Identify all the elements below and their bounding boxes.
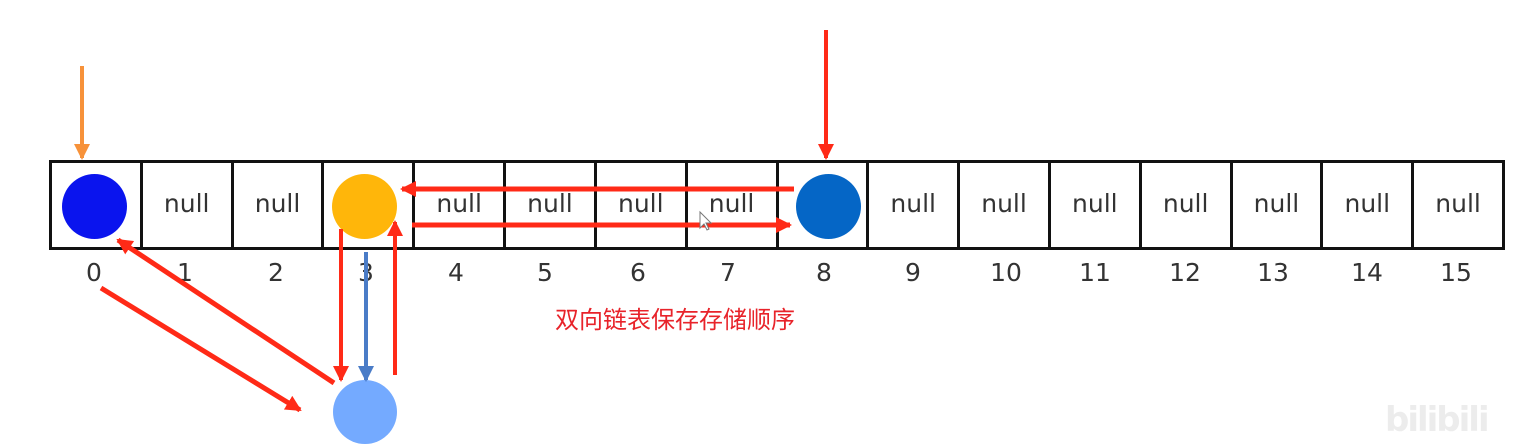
bucket-0 [52,163,143,247]
index-label-4: 4 [448,258,464,287]
bucket-1: null [143,163,234,247]
bucket-14: null [1323,163,1415,247]
bucket-content: null [1435,188,1481,218]
bucket-4: null [415,163,507,247]
bucket-8 [779,163,870,247]
bucket-content: null [254,188,301,218]
bucket-5: null [506,163,597,247]
caption-text: 双向链表保存存储顺序 [555,306,795,334]
hash-table: null null null null null null null null … [49,160,1505,250]
bucket-content: null [527,188,573,218]
index-label-13: 13 [1257,258,1289,287]
bucket-13: null [1233,163,1324,247]
bucket-content: null [163,188,210,218]
bucket-content: null [1072,188,1118,218]
bucket-12: null [1142,163,1233,247]
bucket-9: null [869,163,961,247]
node-bucket-3 [332,174,397,239]
index-label-6: 6 [630,258,646,287]
bucket-content: null [617,188,664,218]
chained-node [333,380,397,444]
bucket-6: null [597,163,688,247]
after-arrow-0-to-chained [99,285,302,413]
mouse-cursor-icon [699,210,713,231]
bucket-content: null [890,188,937,218]
index-label-11: 11 [1079,258,1111,287]
bucket-content: null [1344,188,1391,218]
index-label-15: 15 [1440,258,1472,287]
node-bucket-0 [62,174,127,239]
bucket-content: null [708,188,755,218]
index-label-8: 8 [816,258,832,287]
index-label-14: 14 [1351,258,1383,287]
bucket-15: null [1414,163,1502,247]
bilibili-watermark: bilibili [1385,400,1490,440]
bucket-content: null [981,188,1027,218]
index-label-2: 2 [268,258,284,287]
bucket-2: null [234,163,325,247]
bucket-content: null [1253,188,1300,218]
index-label-7: 7 [720,258,736,287]
index-label-9: 9 [905,258,921,287]
bucket-10: null [960,163,1051,247]
index-label-12: 12 [1169,258,1201,287]
index-label-0: 0 [86,258,102,287]
bucket-3 [324,163,416,247]
bucket-content: null [1162,188,1209,218]
node-bucket-8 [796,174,861,239]
index-label-5: 5 [537,258,553,287]
bucket-7: null [688,163,779,247]
bucket-content: null [436,188,482,218]
index-label-10: 10 [990,258,1022,287]
before-arrow-chained-to-0 [116,237,336,386]
bucket-11: null [1051,163,1142,247]
